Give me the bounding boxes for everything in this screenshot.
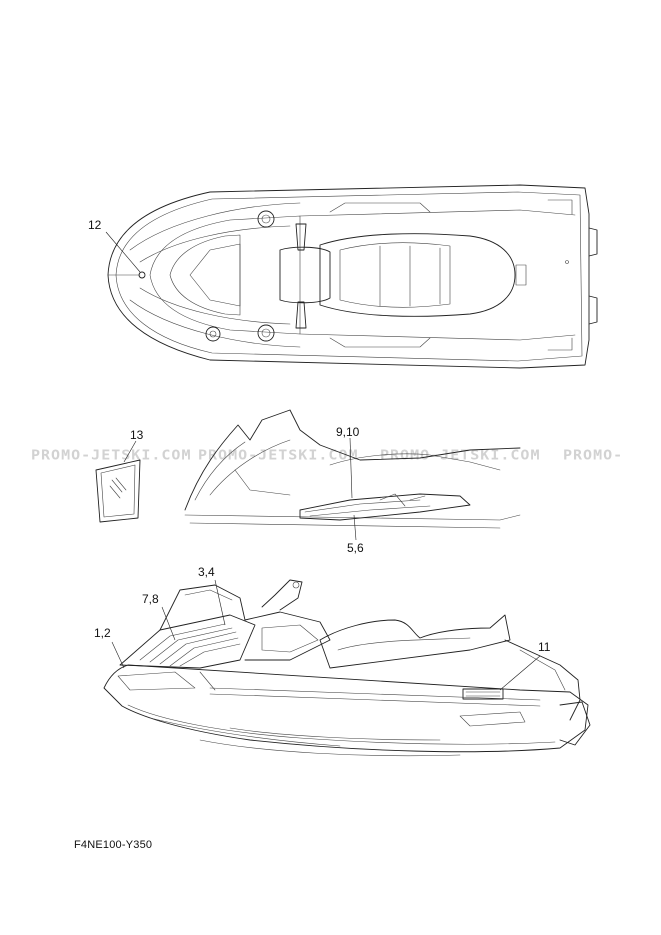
middle-view-watercraft [184, 409, 521, 541]
callout-13: 13 [130, 428, 144, 442]
watermark: PROMO-JETSKI.COM [380, 446, 541, 464]
diagram-code: F4NE100-Y350 [74, 839, 153, 851]
callout-1-2: 1,2 [94, 626, 111, 640]
leader-line-12 [105, 231, 141, 273]
side-view-watercraft [103, 579, 591, 757]
watermark: PROMO- [563, 446, 624, 464]
callout-9-10: 9,10 [336, 425, 360, 439]
top-view-watercraft [107, 184, 598, 369]
callout-7-8: 7,8 [142, 592, 159, 606]
callout-5-6: 5,6 [347, 541, 364, 555]
callout-11: 11 [538, 640, 551, 654]
decal-13-panel [95, 440, 141, 523]
watermark: PROMO-JETSKI.COM [198, 446, 359, 464]
watermark: PROMO-JETSKI.COM [31, 446, 192, 464]
callout-12: 12 [88, 218, 102, 232]
callout-3-4: 3,4 [198, 565, 215, 579]
